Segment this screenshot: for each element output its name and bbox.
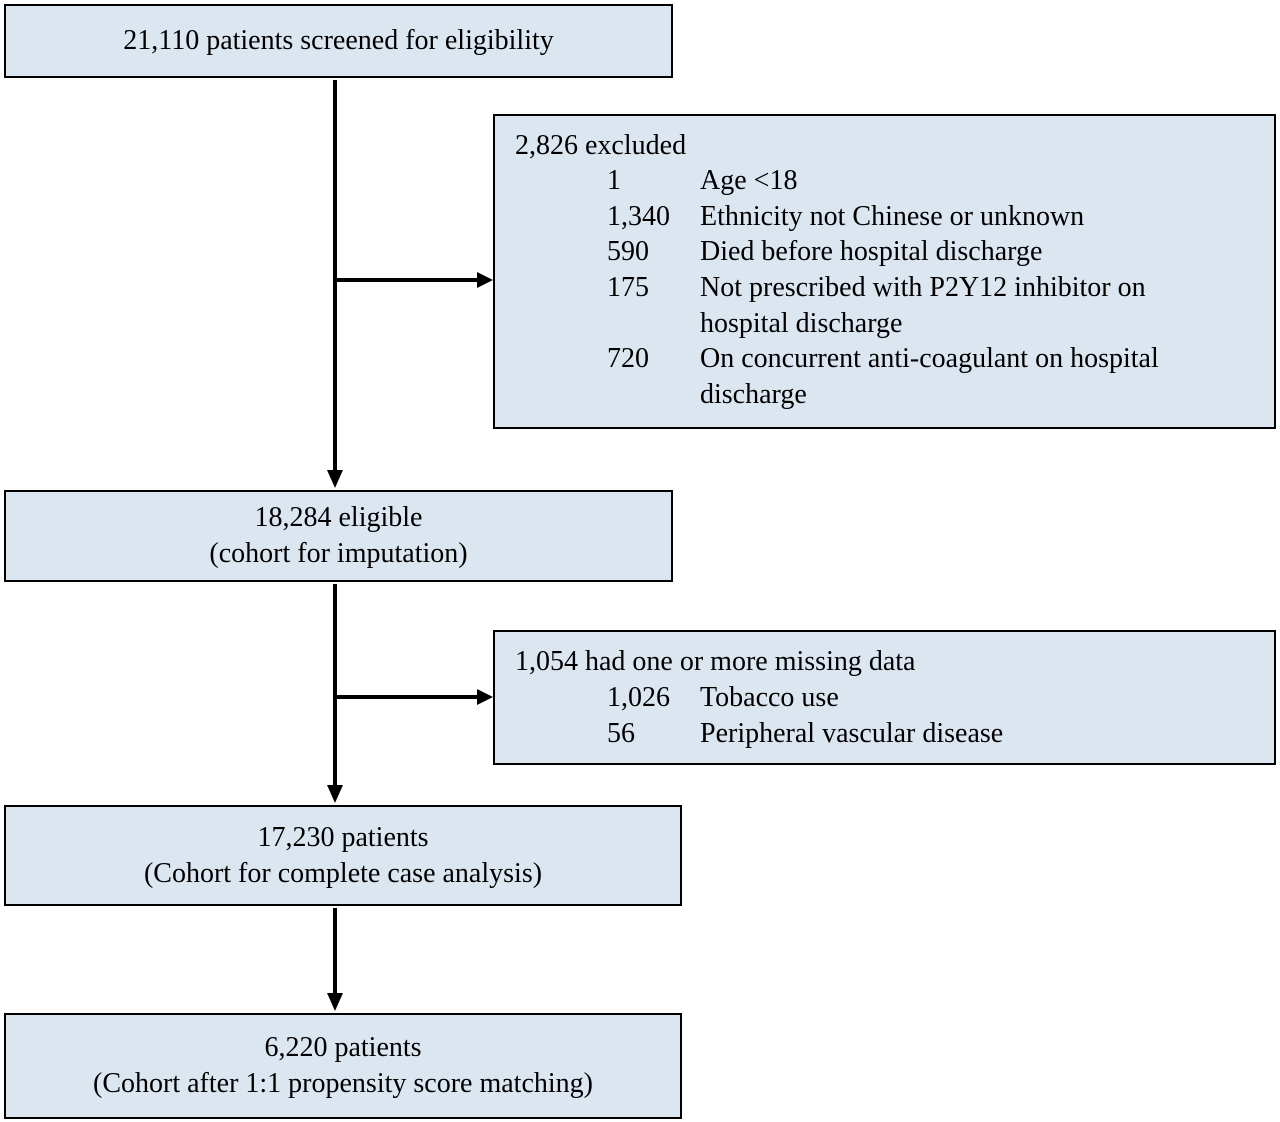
eligible-line1: 18,284 eligible: [254, 502, 423, 533]
matched-box: 6,220 patients (Cohort after 1:1 propens…: [4, 1013, 682, 1119]
missing-data-box: 1,054 had one or more missing data 1,026…: [493, 630, 1276, 765]
eligible-line2: (cohort for imputation): [209, 538, 468, 569]
missing-data-reason: Peripheral vascular disease: [700, 718, 1004, 749]
excluded-count: 1: [607, 165, 621, 196]
missing-data-header: 1,054 had one or more missing data: [515, 646, 916, 677]
excluded-reason: Age <18: [700, 165, 798, 196]
missing-data-count: 1,026: [607, 682, 670, 713]
arrowhead-icon: [327, 993, 343, 1011]
arrowhead-icon: [327, 785, 343, 803]
arrowhead-icon: [477, 689, 493, 705]
excluded-reason: Ethnicity not Chinese or unknown: [700, 201, 1085, 232]
screened-text: 21,110 patients screened for eligibility: [123, 25, 554, 56]
missing-data-count: 56: [607, 718, 635, 749]
excluded-box: 2,826 excluded 1 Age <18 1,340 Ethnicity…: [493, 114, 1276, 429]
matched-line1: 6,220 patients: [264, 1032, 422, 1063]
arrowhead-icon: [477, 272, 493, 288]
eligible-box: 18,284 eligible (cohort for imputation): [4, 490, 673, 582]
excluded-header: 2,826 excluded: [515, 130, 687, 161]
excluded-reason: Died before hospital discharge: [700, 236, 1043, 267]
excluded-count: 590: [607, 236, 649, 267]
complete-case-line1: 17,230 patients: [257, 821, 429, 853]
complete-case-box: 17,230 patients (Cohort for complete cas…: [4, 805, 682, 906]
excluded-count: 1,340: [607, 201, 670, 232]
arrowhead-icon: [327, 470, 343, 488]
complete-case-line2: (Cohort for complete case analysis): [143, 857, 543, 889]
missing-data-reason: Tobacco use: [700, 682, 839, 713]
excluded-reason: On concurrent anti-coagulant on hospital…: [700, 343, 1159, 410]
excluded-count: 720: [607, 343, 649, 374]
excluded-reason: Not prescribed with P2Y12 inhibitor on h…: [700, 272, 1146, 339]
excluded-count: 175: [607, 272, 649, 303]
matched-line2: (Cohort after 1:1 propensity score match…: [93, 1068, 593, 1099]
screened-box: 21,110 patients screened for eligibility: [4, 4, 673, 78]
